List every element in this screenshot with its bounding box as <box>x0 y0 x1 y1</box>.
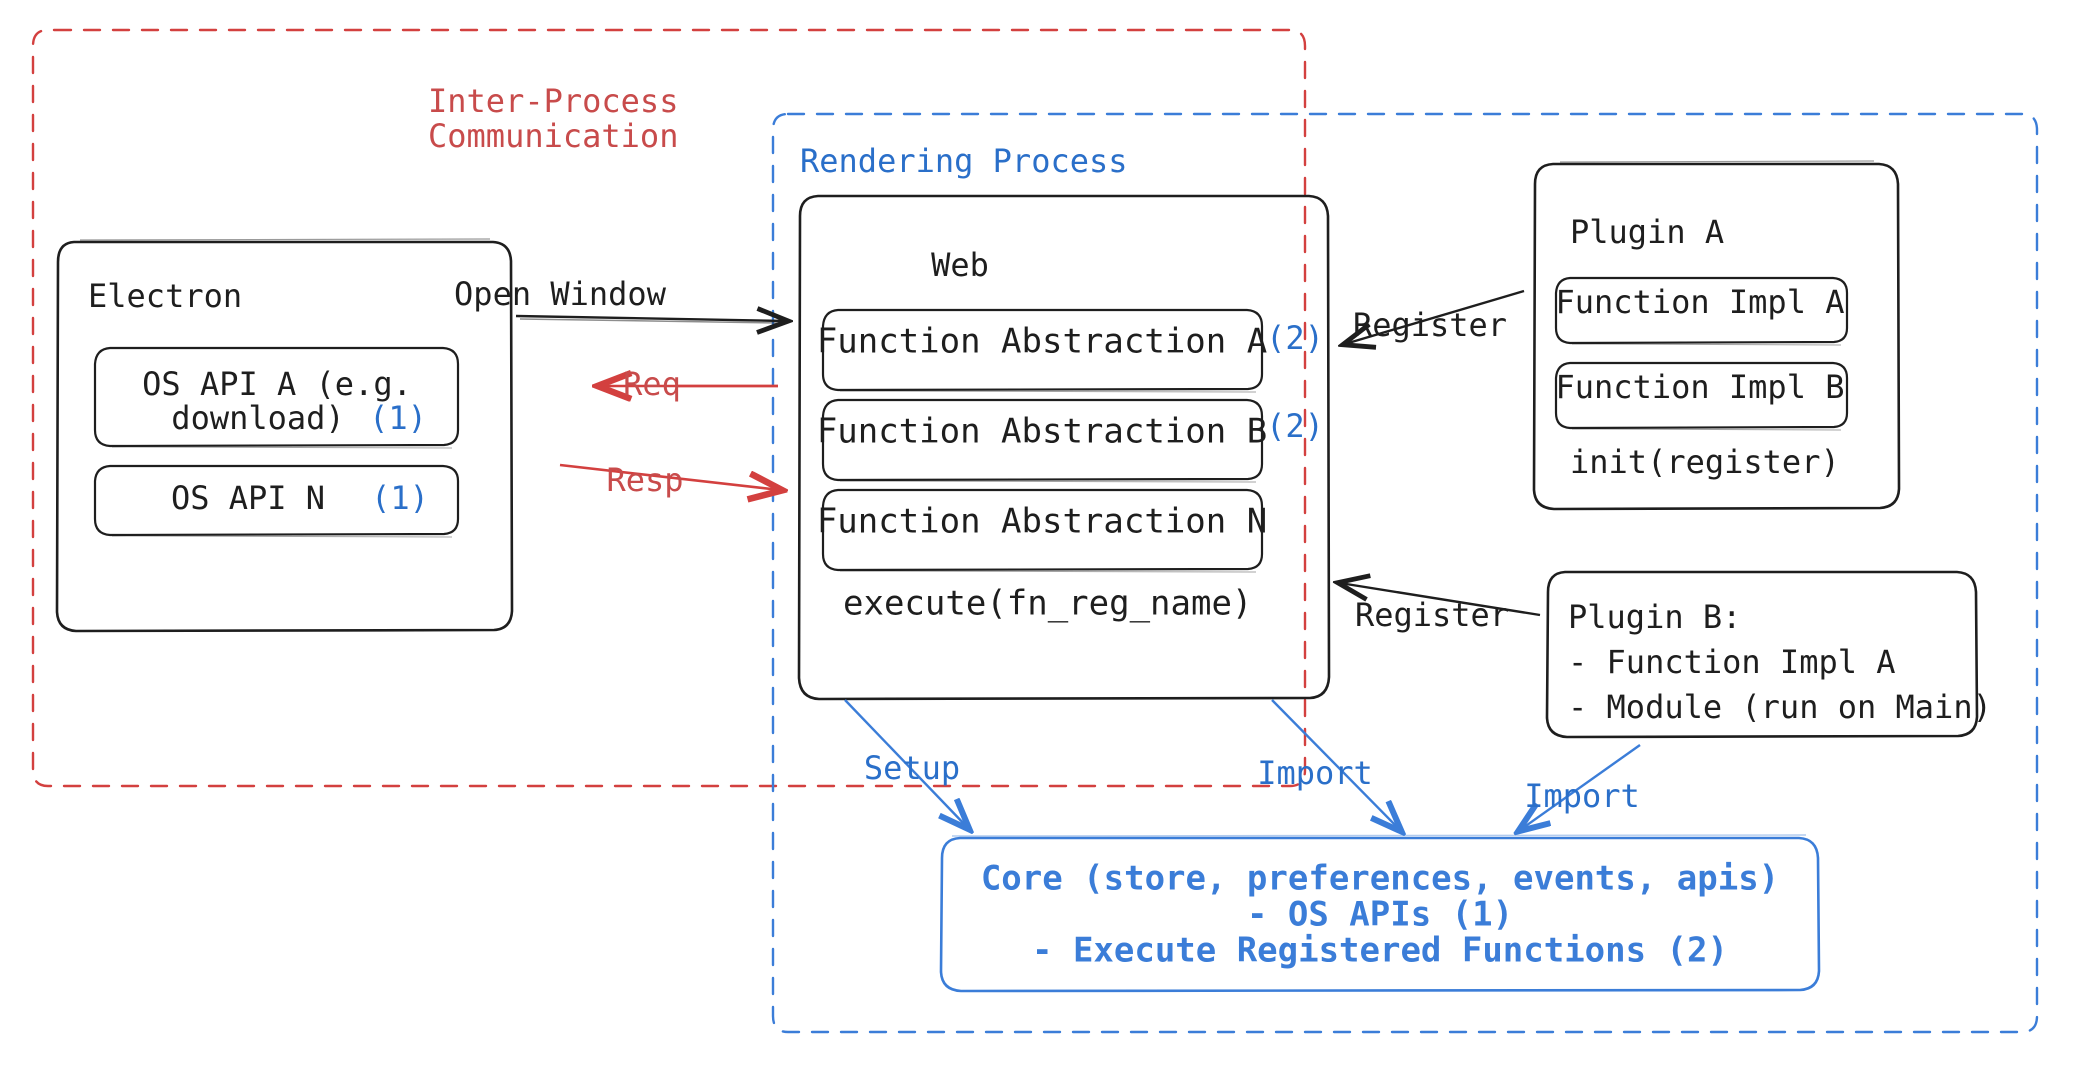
os-api-a-label-line2: download) <box>171 399 344 437</box>
function-impl-b-label: Function Impl B <box>1556 368 1845 406</box>
rendering-process-container-border <box>771 112 2039 1034</box>
edge-resp <box>559 463 780 490</box>
function-abstraction-b-box <box>821 398 1264 483</box>
function-impl-b-box <box>1554 361 1849 431</box>
electron-title: Electron <box>88 277 242 315</box>
function-abstraction-b-marker: (2) <box>1266 407 1324 445</box>
ipc-container-border <box>31 28 1307 788</box>
edge-label-resp: Resp <box>606 461 683 499</box>
rendering-process-label: Rendering Process <box>800 142 1128 180</box>
plugin-b-title: Plugin B: <box>1568 598 1741 636</box>
os-api-a-label-line1: OS API A (e.g. <box>142 365 412 403</box>
web-box <box>797 194 1331 701</box>
plugin-a-box <box>1532 160 1901 511</box>
edge-label-open-window: Open Window <box>454 275 667 313</box>
edge-setup <box>844 699 968 828</box>
function-impl-a-box <box>1554 276 1849 346</box>
os-api-a-marker: (1) <box>369 399 427 437</box>
function-abstraction-a-marker: (2) <box>1266 319 1324 357</box>
core-line-1: Core (store, preferences, events, apis) <box>981 859 1779 899</box>
edge-register-plugin-b <box>1340 583 1541 617</box>
plugin-a-init-label: init(register) <box>1570 443 1840 481</box>
edge-label-register-a: Register <box>1353 306 1507 344</box>
edge-label-import-web: Import <box>1257 754 1373 792</box>
function-abstraction-n-label: Function Abstraction N <box>817 502 1267 542</box>
plugin-b-line-1: - Function Impl A <box>1568 643 1896 681</box>
os-api-a-box <box>93 346 460 449</box>
plugin-b-box <box>1545 570 1979 739</box>
edge-import-web <box>1271 699 1400 830</box>
web-execute-label: execute(fn_reg_name) <box>843 584 1252 624</box>
edge-register-plugin-a <box>1345 289 1525 344</box>
ipc-label-line2: Communication <box>428 117 678 155</box>
core-line-2: - OS APIs (1) <box>1247 895 1513 935</box>
edge-label-import-plugin-b: Import <box>1524 777 1640 815</box>
function-abstraction-a-label: Function Abstraction A <box>817 322 1267 362</box>
os-api-n-box <box>93 464 460 538</box>
function-abstraction-b-label: Function Abstraction B <box>817 412 1267 452</box>
edge-label-setup: Setup <box>864 749 960 787</box>
edge-import-plugin-b <box>1520 744 1641 830</box>
electron-box <box>55 238 514 633</box>
core-line-3: - Execute Registered Functions (2) <box>1032 931 1728 971</box>
plugin-a-title: Plugin A <box>1570 213 1724 251</box>
function-impl-a-label: Function Impl A <box>1556 283 1845 321</box>
os-api-n-label: OS API N <box>171 479 325 517</box>
ipc-label-line1: Inter-Process <box>428 82 678 120</box>
edge-open-window <box>515 316 786 323</box>
function-abstraction-a-box <box>821 308 1264 393</box>
edge-label-req: Req <box>623 365 681 403</box>
plugin-b-line-2: - Module (run on Main) <box>1568 688 1992 726</box>
web-title: Web <box>931 246 989 284</box>
function-abstraction-n-box <box>821 488 1264 573</box>
os-api-n-marker: (1) <box>371 479 429 517</box>
edge-label-register-b: Register <box>1355 596 1509 634</box>
